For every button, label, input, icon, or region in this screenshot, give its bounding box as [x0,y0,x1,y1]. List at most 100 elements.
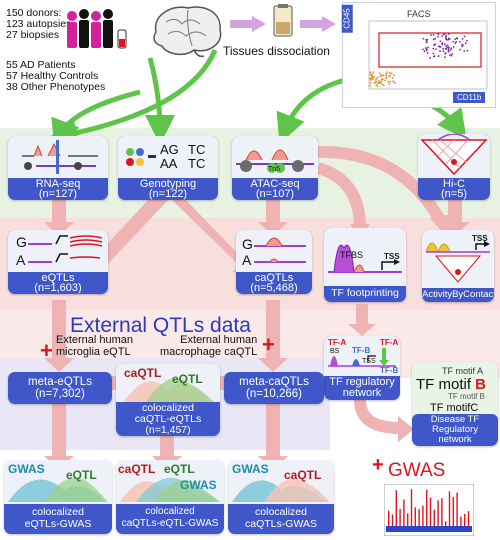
caqtls-node[interactable]: G A caQTLs (n=5,468) [236,230,312,294]
facs-dot [445,37,447,40]
facs-dot [458,41,461,43]
hic-node[interactable]: Hi-C (n=5) [418,134,490,200]
disease-network-node[interactable]: TF motif A TF motif B TF motif B TF moti… [412,362,498,446]
facs-dot [463,50,466,53]
facs-dot [437,45,440,48]
facs-dot [383,79,386,82]
facs-dot [375,81,378,84]
green-arrow-brain-to-rnaseq [47,49,218,148]
facs-dot [388,83,391,86]
gwas-panel-2[interactable]: caQTL eQTL GWAS colocalized caQTLs-eQTL-… [116,460,224,534]
manhattan-bar [460,516,462,526]
facs-dot [380,80,383,83]
green-arrow-to-atacseq [276,77,346,144]
net-bs: BS [330,348,340,355]
gwas-panel-3-cap-2: caQTLs-GWAS [245,518,317,530]
facs-dot [386,71,388,74]
facs-dot [422,37,425,40]
manhattan-bar [448,491,451,526]
manhattan-bar [426,489,428,526]
gwas-panel-3[interactable]: GWAS caQTL colocalized caQTLs-GWAS [228,460,334,534]
caqtls-title: caQTLs [254,272,294,284]
meta-eqtls-node[interactable]: meta-eQTLs (n=7,302) [8,372,112,404]
facs-dot [439,45,442,48]
facs-dot [379,75,382,77]
tf-network-node[interactable]: TF-A TF-B BS TSS TF-A TF-B TF regulatory… [324,336,400,400]
facs-dot [445,45,447,48]
disease-line-2: Regulatory [432,424,478,435]
facs-dot [441,35,444,37]
facs-dot [454,42,457,44]
facs-dot [373,82,376,85]
geno-aa: AA [160,156,178,171]
facs-dot [372,71,375,74]
gwas-panel-1-gwas: GWAS [8,462,45,476]
external-title: External QTLs data [70,314,251,337]
facs-dot [393,74,396,77]
manhattan-plot [384,484,474,536]
manhattan-bar [464,514,466,526]
coloc-caqtl-label: caQTL [124,366,162,380]
manhattan-bar [391,514,394,526]
dissociation-arrow2-icon [300,16,336,32]
facs-dot [437,55,440,57]
atacseq-title: ATAC-seq [250,178,300,190]
green-arrow-to-genotyping [144,57,175,145]
facs-dot [459,48,461,51]
abc-node[interactable]: TSS ActivityByContact [422,230,494,302]
coloc-caption-1: colocalized [142,402,194,414]
gwas-panel-2-curves [120,477,220,502]
facs-dot [444,35,447,38]
eqtl-g: G [16,234,27,250]
pheno-line-3: 38 Other Phenotypes [6,81,106,93]
coloc-caption-3: (n=1,457) [145,424,191,436]
facs-dot [444,47,447,50]
facs-dot [391,76,394,79]
genotyping-icon [118,136,218,178]
eqtls-count: (n=1,603) [34,282,82,294]
atacseq-icon [232,136,318,178]
facs-dot [369,82,372,84]
atacseq-node[interactable]: Tn5 ATAC-seq (n=107) [232,136,318,200]
tfft-tss-label: TSS [384,252,400,261]
genotyping-title: Genotyping [139,178,197,190]
macrophage-line-2: macrophage caQTL [160,346,258,358]
disease-network-caption: Disease TF Regulatory network [412,414,498,446]
facs-dot [427,46,430,49]
facs-dot [390,72,393,75]
facs-dot [444,52,447,55]
tf-network-line-1: TF regulatory [329,376,395,388]
brain-icon [153,6,222,58]
facs-dot [392,80,395,83]
facs-dot [464,42,467,45]
facs-dot [394,82,397,85]
facs-xaxis: CD11b [453,92,486,103]
gwas-panel-1[interactable]: GWAS eQTL colocalized eQTLs-GWAS [4,460,112,534]
rnaseq-node[interactable]: RNA-seq (n=127) [8,136,108,200]
facs-dot [456,37,458,40]
meta-caqtls-node[interactable]: meta-caQTLs (n=10,266) [224,372,324,404]
manhattan-bar [395,490,397,526]
gwas-panel-1-curves [8,477,108,502]
tf-network-line-2: network [342,387,382,399]
tf-footprinting-node[interactable]: TFBS TSS TF footprinting [324,228,406,302]
gwas-panel-3-caqtl: caQTL [284,468,322,482]
manhattan-bar [414,507,416,526]
gwas-panel-2-cap-2: caQTLs-eQTL-GWAS [121,518,219,529]
facs-dot [437,33,440,36]
rnaseq-icon [8,136,108,178]
manhattan-bar [403,499,405,526]
facs-dot [450,47,453,50]
geno-tc1: TC [188,142,206,157]
macrophage-line-1: External human [180,334,258,346]
facs-dot [377,82,380,85]
eqtls-node[interactable]: G A eQTLs (n=1,603) [8,230,108,294]
coloc-node[interactable]: caQTL eQTL colocalized caQTL-eQTLs (n=1,… [116,364,220,436]
facs-dot [376,85,379,87]
manhattan-bar [467,511,470,526]
genotyping-node[interactable]: AG AA TC TC Genotyping (n=122) [118,136,218,200]
facs-dot [375,84,378,87]
facs-dot [446,44,449,47]
facs-dot [375,77,378,80]
cohort-line-2: 123 autopsies [6,18,72,30]
